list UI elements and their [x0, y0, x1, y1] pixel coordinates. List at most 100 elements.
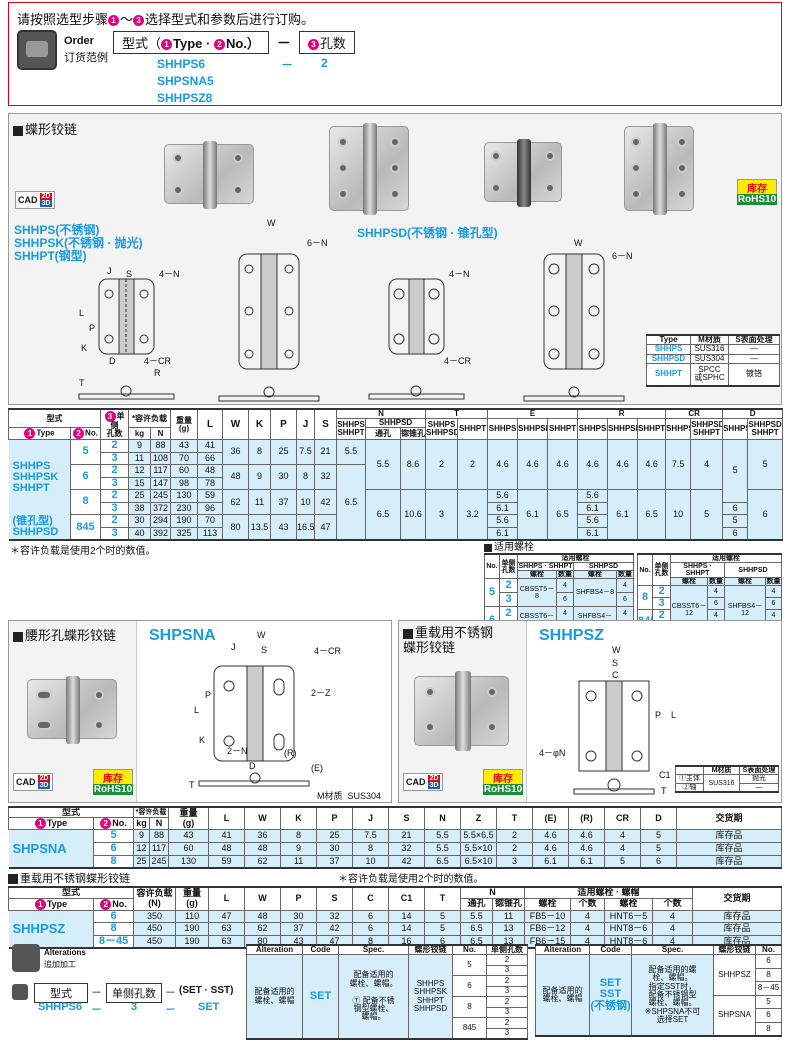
- load-note: ＊容许负载是使用2个时的数值。: [10, 546, 156, 558]
- th: 单侧孔数: [486, 944, 528, 956]
- table-cell: 6.5: [460, 922, 494, 936]
- cell: SPCC 或SPHC: [690, 363, 729, 387]
- dash: －: [165, 987, 176, 999]
- table-cell: 6: [755, 1008, 782, 1023]
- table-cell: 配备适用的 螺栓、螺帽: [535, 954, 590, 1037]
- cad-2d[interactable]: 2D: [37, 775, 51, 782]
- table-cell: 8: [637, 585, 653, 611]
- th-cr: CR: [665, 408, 724, 419]
- table-cell: 4.6: [607, 438, 639, 491]
- table-cell: 110: [175, 909, 210, 924]
- dim-c: C: [612, 670, 619, 680]
- table-cell: 41: [208, 829, 246, 843]
- model-label-group-1: SHHPS(不锈钢) SHHPSK(不锈钢 · 抛光) SHHPT(钢型): [14, 223, 143, 263]
- table-cell: 88: [150, 439, 171, 453]
- section-title: 腰形孔蝶形铰链: [13, 625, 116, 644]
- th-text: No.: [112, 898, 127, 909]
- table-cell: 5: [640, 842, 678, 856]
- table-row: 3: [247, 1027, 528, 1040]
- cad-2d[interactable]: 2D: [427, 775, 441, 782]
- th-s: S: [314, 408, 337, 440]
- dim-l: L: [671, 710, 677, 720]
- dash: －: [91, 987, 102, 999]
- table-cell: 7.5: [352, 829, 390, 843]
- cad-3d[interactable]: 3D: [37, 782, 51, 789]
- table-cell: 6: [92, 909, 135, 924]
- th: Code: [589, 944, 632, 956]
- hinge-photo: [414, 671, 509, 751]
- dim-s: S: [612, 658, 619, 668]
- table-cell: 配备适用的 螺栓、螺帽。 Ⓣ 配备不锈 钢型螺栓、 螺帽。: [338, 954, 409, 1040]
- table-cell: 6.1: [532, 854, 570, 869]
- dim-p: P: [205, 690, 212, 700]
- dash: －: [276, 34, 291, 51]
- bolts-title-text: 适用螺栓: [494, 542, 534, 554]
- th-sub: SHHPS SHHPSD: [425, 418, 459, 440]
- dim-l: L: [194, 705, 200, 715]
- step-badge-2: 2: [100, 899, 112, 910]
- table-cell: 147: [150, 476, 171, 491]
- table-cell: 2: [496, 829, 534, 843]
- dim-w: W: [612, 645, 621, 655]
- table-cell: 96: [197, 501, 223, 516]
- th-type: 型式: [8, 408, 101, 428]
- th: 螺栓: [517, 570, 557, 580]
- th: S: [316, 886, 354, 911]
- table-cell: 9: [248, 464, 271, 491]
- table-cell: 2: [486, 1017, 528, 1029]
- table-cell: 2: [100, 489, 129, 503]
- table-cell: 60: [170, 464, 198, 478]
- table-cell: 37: [280, 922, 318, 936]
- table-cell: 3: [100, 501, 129, 516]
- th-sub: SHHPS: [577, 418, 609, 440]
- cad-2d[interactable]: 2D: [39, 193, 53, 200]
- options-label: (SET · SST): [179, 985, 234, 996]
- table-cell: 4: [556, 578, 574, 594]
- table-cell: 30: [280, 909, 318, 924]
- step-badge-1: 1: [34, 899, 46, 910]
- th: Z: [460, 806, 498, 831]
- th: 螺栓: [604, 897, 654, 911]
- dim-4cr: 4－CR: [144, 356, 172, 366]
- th: W: [244, 806, 282, 831]
- material-label: M材质: [317, 791, 343, 801]
- table-cell: 130: [170, 489, 198, 503]
- th: M材质: [690, 334, 729, 346]
- table-cell: 117: [149, 842, 170, 856]
- alterations-icon: [12, 944, 40, 972]
- cad-3d[interactable]: 3D: [427, 782, 441, 789]
- dim-t: T: [661, 786, 667, 796]
- table-cell: 6: [722, 501, 749, 516]
- table-cell: 5.5: [460, 909, 494, 924]
- table-cell: 14: [388, 922, 426, 936]
- table-cell: 3: [652, 597, 671, 611]
- table-cell: 43: [168, 829, 210, 843]
- table-cell: 4: [616, 578, 634, 594]
- table-cell: 8－45: [92, 934, 135, 949]
- th: SHHPS · SHHPT: [517, 562, 574, 572]
- dim-l: L: [79, 308, 85, 318]
- cad-3d[interactable]: 3D: [39, 200, 53, 207]
- table-cell: SHFBS4－8: [573, 578, 617, 607]
- box-type: Type ·: [173, 36, 214, 51]
- th: *容许负载: [133, 806, 170, 819]
- dim-p: P: [89, 323, 96, 333]
- th: No.: [755, 944, 782, 956]
- th: Type: [646, 334, 691, 346]
- shhpsz-drawing: [573, 680, 655, 795]
- table-cell: 3: [486, 985, 528, 998]
- table-cell: 63: [208, 934, 246, 949]
- example-model: SHHPS6: [157, 57, 206, 71]
